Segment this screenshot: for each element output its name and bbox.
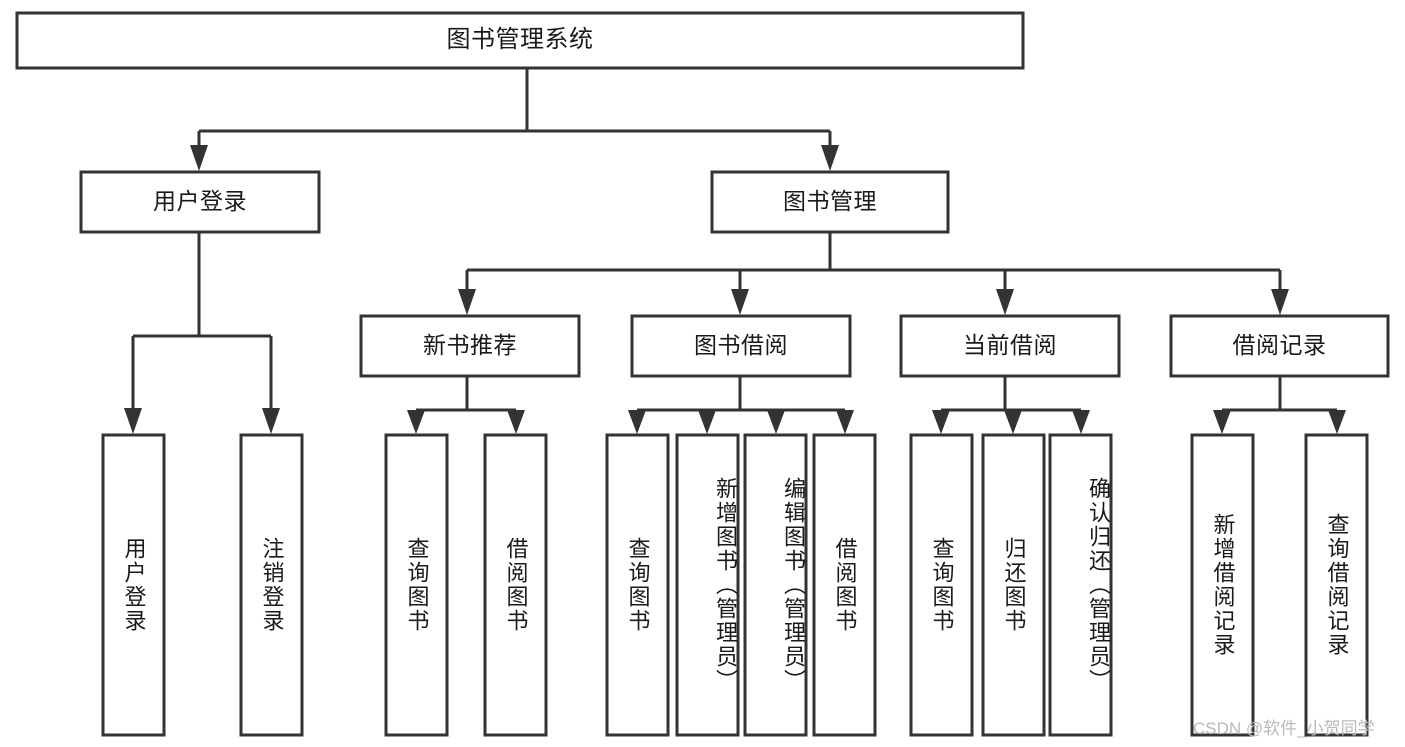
leaf-box-borrow-book[interactable]: [812, 433, 877, 737]
connector-new-book-recommend-to-leaves: [407, 376, 525, 434]
connector-root-to-level2: [190, 68, 839, 171]
arrow-head-icon: [628, 410, 646, 434]
arrow-head-icon: [932, 410, 950, 434]
connector-book-borrow-to-leaves: [628, 376, 854, 434]
arrow-head-icon: [1213, 410, 1231, 434]
leaf-box-add-book-admin[interactable]: [675, 433, 740, 737]
connector-book-management-to-level3: [458, 232, 1289, 315]
leaf-box-query-book-current[interactable]: [909, 433, 974, 737]
arrow-head-icon: [731, 289, 749, 315]
arrow-head-icon: [1004, 410, 1022, 434]
arrow-head-icon: [1072, 410, 1090, 434]
arrow-head-icon: [698, 410, 716, 434]
arrow-head-icon: [507, 410, 525, 434]
leaf-box-borrow-book-rec[interactable]: [483, 433, 548, 737]
node-box-book-management[interactable]: [710, 170, 950, 234]
leaf-box-edit-book-admin[interactable]: [743, 433, 808, 737]
arrow-head-icon: [1328, 410, 1346, 434]
node-box-borrow-record[interactable]: [1169, 314, 1390, 378]
node-box-book-borrow[interactable]: [630, 314, 852, 378]
leaf-box-add-borrow-record[interactable]: [1190, 433, 1255, 737]
arrow-head-icon: [821, 145, 839, 171]
node-box-current-borrow[interactable]: [899, 314, 1121, 378]
leaf-box-query-book-rec[interactable]: [384, 433, 449, 737]
arrow-head-icon: [262, 408, 280, 434]
leaf-box-query-book-borrow[interactable]: [605, 433, 670, 737]
connector-user-login-to-leaves: [124, 232, 280, 434]
node-box-root[interactable]: [15, 11, 1025, 70]
arrow-head-icon: [124, 408, 142, 434]
leaf-box-logout[interactable]: [239, 433, 304, 737]
node-box-user-login[interactable]: [79, 170, 321, 234]
connector-borrow-record-to-leaves: [1213, 376, 1346, 434]
arrow-head-icon: [1271, 289, 1289, 315]
leaf-box-query-borrow-record[interactable]: [1304, 433, 1369, 737]
arrow-head-icon: [458, 289, 476, 315]
connector-current-borrow-to-leaves: [932, 376, 1090, 434]
leaf-box-return-book[interactable]: [981, 433, 1046, 737]
arrow-head-icon: [767, 410, 785, 434]
arrow-head-icon: [836, 410, 854, 434]
node-box-new-book-recommend[interactable]: [359, 314, 581, 378]
leaf-box-confirm-return-admin[interactable]: [1048, 433, 1113, 737]
arrow-head-icon: [996, 289, 1014, 315]
arrow-head-icon: [190, 145, 208, 171]
csdn-watermark: CSDN @软件_小贺同学: [1193, 719, 1375, 738]
leaf-box-user-login[interactable]: [101, 433, 166, 737]
arrow-head-icon: [407, 410, 425, 434]
